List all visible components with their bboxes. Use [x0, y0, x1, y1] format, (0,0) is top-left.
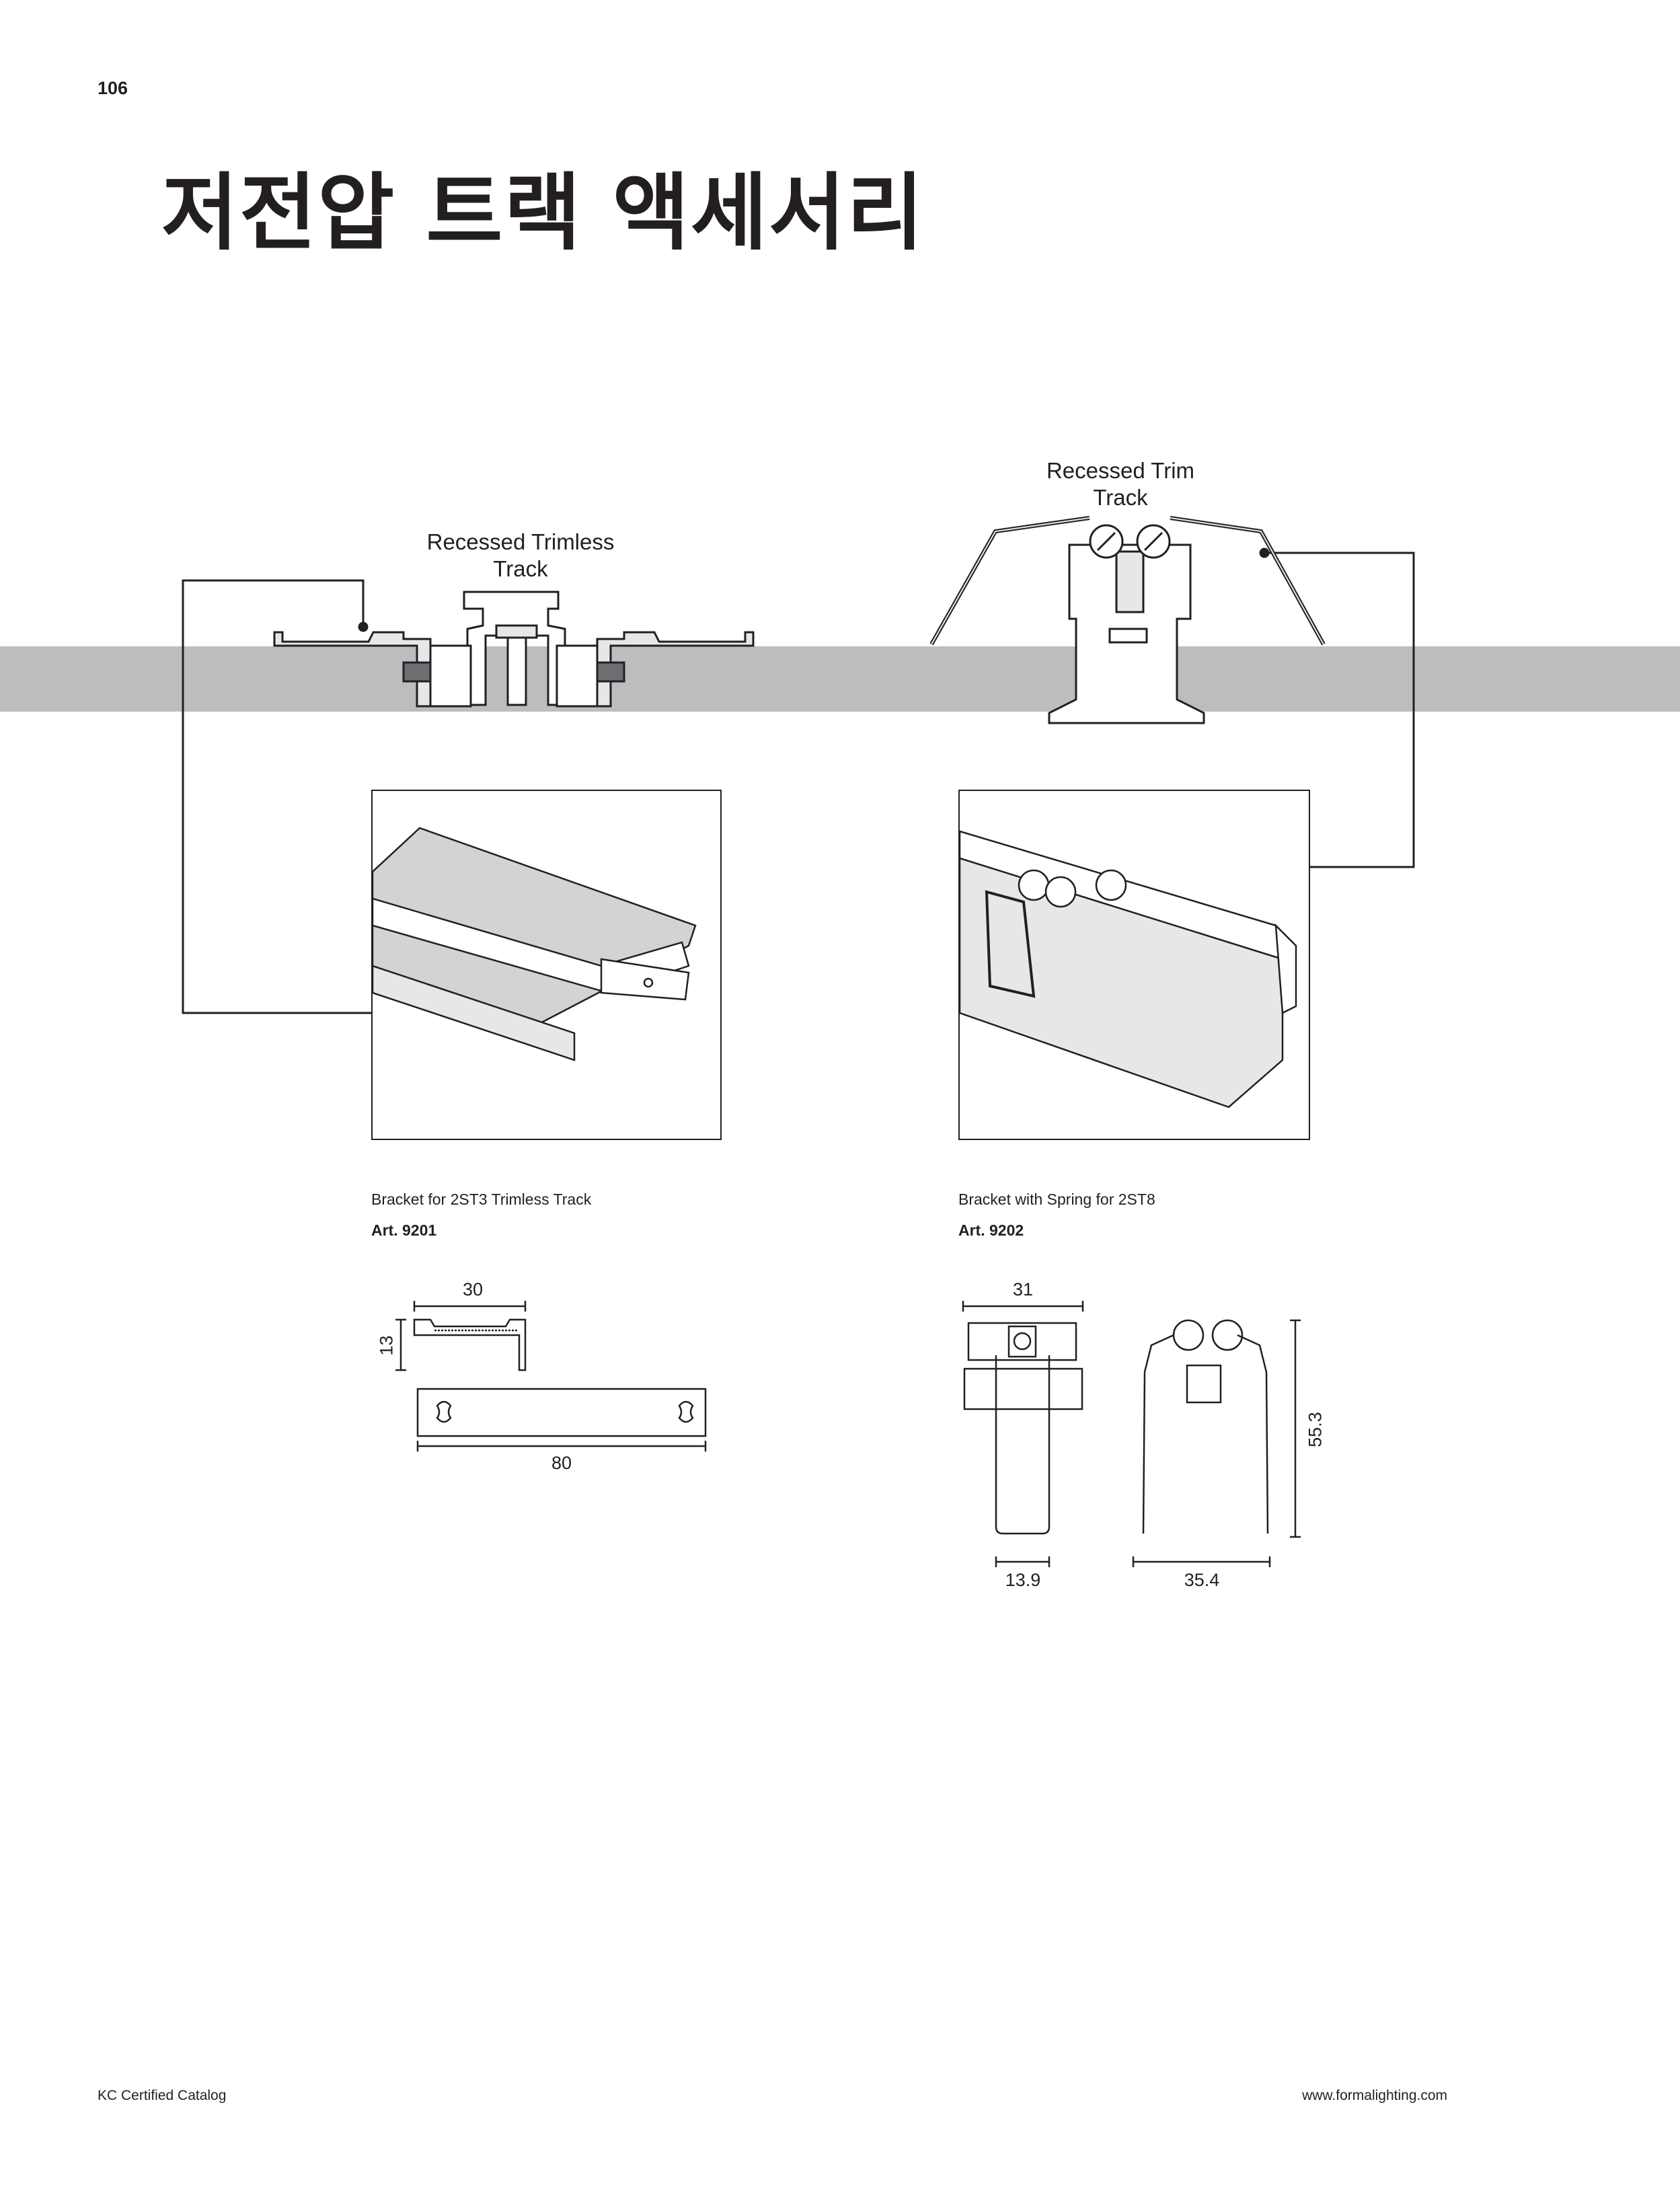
article-number-9201: Art. 9201 — [371, 1221, 437, 1239]
article-number-9202: Art. 9202 — [958, 1221, 1024, 1239]
bracket-9202-isometric — [960, 830, 1297, 1108]
trim-track-section — [929, 516, 1326, 724]
label-recessed-trimless-track: Recessed Trimless Track — [386, 529, 655, 582]
product-image-9201 — [371, 790, 722, 1140]
leader-dot-trim — [1259, 548, 1270, 558]
dimension-13-9: 13.9 — [1005, 1570, 1041, 1590]
label-line: Track — [493, 556, 548, 581]
label-line: Track — [1093, 485, 1148, 510]
dimension-30: 30 — [462, 1279, 484, 1299]
label-recessed-trim-track: Recessed Trim Track — [986, 457, 1255, 511]
product-caption-9201: Bracket for 2ST3 Trimless Track — [371, 1191, 592, 1208]
dimension-55-3: 55.3 — [1305, 1412, 1326, 1447]
dimension-13: 13 — [376, 1335, 397, 1356]
product-image-9202 — [958, 790, 1310, 1140]
ceiling-band — [0, 646, 1680, 712]
bracket-9202-drawing — [962, 1301, 1301, 1567]
bracket-9201-drawing — [395, 1301, 707, 1451]
label-line: Recessed Trimless — [426, 529, 615, 554]
dimension-31: 31 — [1012, 1279, 1034, 1299]
footer-catalog-name: KC Certified Catalog — [98, 2088, 227, 2103]
leader-dot-trimless — [358, 621, 369, 632]
trimless-track-section — [273, 591, 755, 708]
footer-website-link[interactable]: www.formalighting.com — [1302, 2088, 1447, 2103]
dimension-80: 80 — [551, 1453, 572, 1473]
label-line: Recessed Trim — [1046, 458, 1195, 483]
bracket-9201-isometric — [373, 827, 697, 1061]
product-caption-9202: Bracket with Spring for 2ST8 — [958, 1191, 1155, 1208]
leader-line-trimless — [182, 579, 399, 1014]
page-number: 106 — [98, 78, 128, 98]
dimension-35-4: 35.4 — [1184, 1570, 1220, 1590]
page-title: 저전압 트랙 액세서리 — [161, 165, 925, 262]
